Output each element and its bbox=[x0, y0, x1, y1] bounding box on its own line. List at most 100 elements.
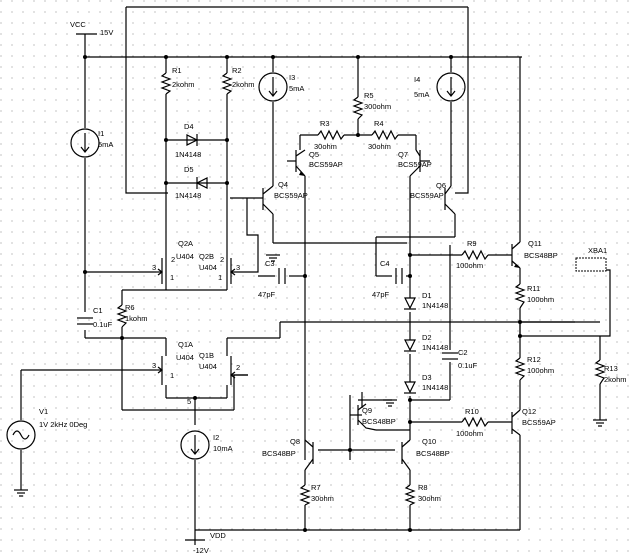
capacitor-c1: C1 0.1uF bbox=[77, 306, 113, 329]
resistor-r10: R10 100ohm bbox=[456, 407, 489, 438]
bjt-q9: Q9 BCS48BP bbox=[357, 403, 396, 431]
svg-text:R5: R5 bbox=[364, 91, 374, 100]
current-source-i3: I3 5mA bbox=[258, 72, 304, 102]
resistor-r7: R7 30ohm bbox=[299, 483, 334, 506]
svg-text:R11: R11 bbox=[527, 284, 540, 293]
ground-symbols bbox=[14, 254, 607, 497]
svg-text:BCS59AP: BCS59AP bbox=[274, 191, 308, 200]
svg-text:0.1uF: 0.1uF bbox=[93, 320, 113, 329]
svg-text:BCS48BP: BCS48BP bbox=[524, 251, 558, 260]
svg-text:1N4148: 1N4148 bbox=[422, 343, 448, 352]
svg-text:BCS59AP: BCS59AP bbox=[410, 191, 444, 200]
resistor-r8: R8 30ohm bbox=[404, 483, 441, 506]
bjt-q8: Q8 BCS48BP bbox=[262, 437, 314, 471]
capacitor-c3: C3 47pF bbox=[258, 259, 286, 299]
bjt-q6: Q6 BCS59AP bbox=[410, 158, 456, 215]
bjt-q10: Q10 BCS48BP bbox=[401, 437, 450, 471]
resistor-r6: R6 1kohm bbox=[116, 303, 148, 328]
svg-text:1N4148: 1N4148 bbox=[175, 191, 201, 200]
current-source-i1: I1 5mA bbox=[70, 128, 113, 158]
svg-text:1V 2kHz 0Deg: 1V 2kHz 0Deg bbox=[39, 420, 87, 429]
diode-d1: D1 1N4148 bbox=[404, 291, 448, 310]
capacitor-c2: C2 0.1uF bbox=[442, 348, 478, 370]
svg-text:30ohm: 30ohm bbox=[368, 142, 391, 151]
svg-text:30ohm: 30ohm bbox=[314, 142, 337, 151]
svg-text:Q10: Q10 bbox=[422, 437, 436, 446]
svg-text:R9: R9 bbox=[467, 239, 477, 248]
svg-text:R13: R13 bbox=[604, 364, 618, 373]
wires bbox=[20, 6, 611, 545]
svg-text:I4: I4 bbox=[414, 75, 420, 84]
svg-text:2kohm: 2kohm bbox=[172, 80, 195, 89]
svg-text:2kohm: 2kohm bbox=[232, 80, 255, 89]
svg-text:0.1uF: 0.1uF bbox=[458, 361, 478, 370]
svg-text:Q5: Q5 bbox=[309, 150, 319, 159]
svg-text:R12: R12 bbox=[527, 355, 541, 364]
svg-text:R7: R7 bbox=[311, 483, 321, 492]
svg-text:10mA: 10mA bbox=[213, 444, 233, 453]
bjt-q12: Q12 BCS59AP bbox=[511, 407, 556, 436]
diode-d3: D3 1N4148 bbox=[404, 373, 448, 394]
svg-text:100ohm: 100ohm bbox=[456, 261, 483, 270]
svg-text:I1: I1 bbox=[98, 129, 104, 138]
svg-text:R2: R2 bbox=[232, 66, 242, 75]
resistor-r5: R5 300ohm bbox=[352, 91, 391, 120]
diode-d5: D5 1N4148 bbox=[175, 165, 208, 200]
bjt-q11: Q11 BCS48BP bbox=[511, 239, 558, 269]
svg-text:C1: C1 bbox=[93, 306, 103, 315]
svg-text:1N4148: 1N4148 bbox=[422, 301, 448, 310]
svg-text:D2: D2 bbox=[422, 333, 432, 342]
svg-text:47pF: 47pF bbox=[372, 290, 390, 299]
svg-text:2kohm: 2kohm bbox=[604, 375, 627, 384]
svg-text:Q2A: Q2A bbox=[178, 239, 193, 248]
svg-text:U404: U404 bbox=[199, 362, 217, 371]
current-source-i2: I2 10mA bbox=[180, 430, 233, 460]
svg-text:1N4148: 1N4148 bbox=[175, 150, 201, 159]
jfet-q2a: Q2A U404 3 1 2 bbox=[152, 239, 194, 284]
resistor-r1: R1 2kohm bbox=[160, 66, 195, 95]
svg-text:Q1A: Q1A bbox=[178, 340, 193, 349]
svg-text:5mA: 5mA bbox=[414, 90, 429, 99]
svg-text:D1: D1 bbox=[422, 291, 432, 300]
svg-text:3: 3 bbox=[152, 361, 156, 370]
svg-text:47pF: 47pF bbox=[258, 290, 276, 299]
svg-text:C2: C2 bbox=[458, 348, 468, 357]
svg-text:R4: R4 bbox=[374, 119, 384, 128]
svg-text:1kohm: 1kohm bbox=[125, 314, 148, 323]
svg-text:U404: U404 bbox=[199, 263, 217, 272]
svg-text:R10: R10 bbox=[465, 407, 479, 416]
bjt-q7: Q7 BCS59AP bbox=[398, 149, 432, 177]
svg-text:BCS48BP: BCS48BP bbox=[362, 417, 396, 426]
resistor-r9: R9 100ohm bbox=[456, 239, 489, 270]
svg-text:VCC: VCC bbox=[70, 20, 86, 29]
svg-text:U404: U404 bbox=[176, 353, 194, 362]
bjt-q5: Q5 BCS59AP bbox=[287, 149, 343, 177]
svg-text:1: 1 bbox=[170, 371, 174, 380]
capacitor-c4: C4 47pF bbox=[372, 259, 403, 299]
svg-text:Q9: Q9 bbox=[362, 406, 372, 415]
svg-text:Q1B: Q1B bbox=[199, 351, 214, 360]
svg-text:30ohm: 30ohm bbox=[311, 494, 334, 503]
svg-text:30ohm: 30ohm bbox=[418, 494, 441, 503]
resistor-r3: R3 30ohm bbox=[314, 119, 345, 151]
svg-text:BCS48BP: BCS48BP bbox=[416, 449, 450, 458]
resistor-r2: R2 2kohm bbox=[221, 66, 255, 95]
vdd-label: VDD -12V bbox=[193, 531, 226, 555]
svg-text:3: 3 bbox=[152, 263, 156, 272]
svg-text:Q12: Q12 bbox=[522, 407, 536, 416]
vcc-label: VCC 15V bbox=[70, 20, 113, 37]
junction-dots bbox=[83, 55, 522, 532]
svg-text:C4: C4 bbox=[380, 259, 390, 268]
svg-text:U404: U404 bbox=[176, 252, 194, 261]
svg-text:5mA: 5mA bbox=[98, 140, 113, 149]
voltage-source-v1: V1 1V 2kHz 0Deg bbox=[6, 407, 87, 450]
jfet-q1b: Q1B U404 2 5 bbox=[187, 351, 248, 406]
resistor-r12: R12 100ohm bbox=[514, 355, 554, 381]
svg-text:BCS59AP: BCS59AP bbox=[522, 418, 556, 427]
svg-text:2: 2 bbox=[236, 363, 240, 372]
svg-text:1N4148: 1N4148 bbox=[422, 383, 448, 392]
svg-text:D4: D4 bbox=[184, 122, 194, 131]
svg-text:R3: R3 bbox=[320, 119, 330, 128]
svg-text:2: 2 bbox=[171, 255, 175, 264]
